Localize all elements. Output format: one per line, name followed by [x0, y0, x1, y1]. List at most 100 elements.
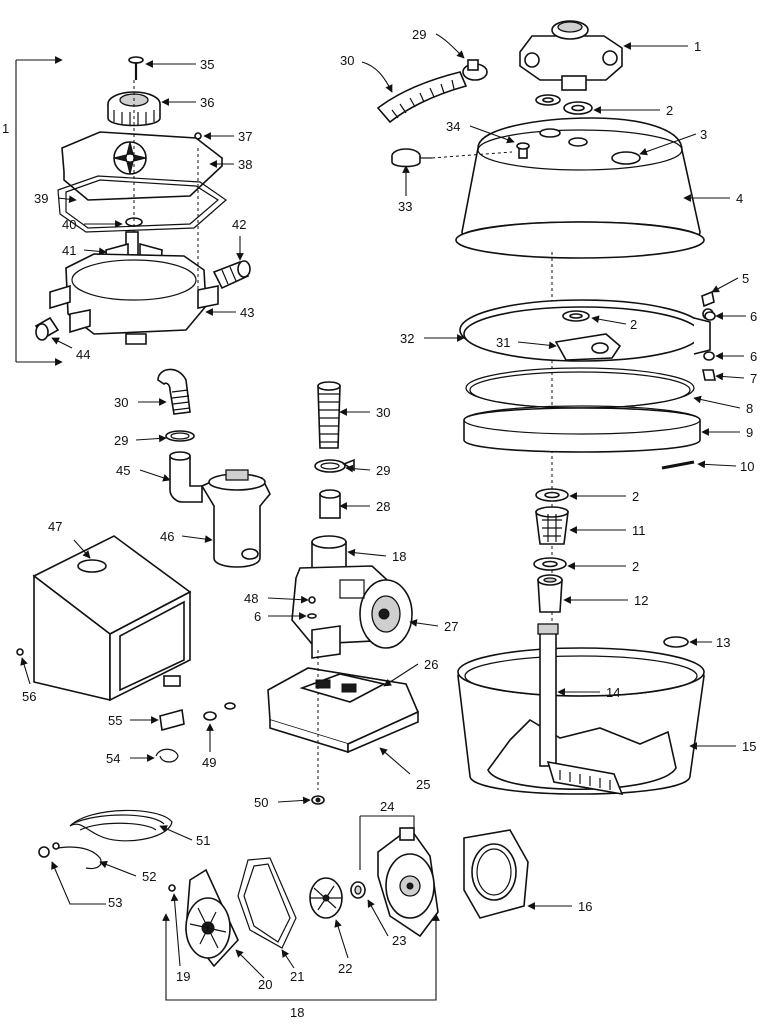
callout-35: 35	[200, 57, 214, 72]
callout-labels: 1 2 3 4 5 6 2 31 32 6 7 8 9 10 2 11 2 12…	[2, 27, 757, 1020]
pump-housing-24	[377, 826, 439, 938]
callout-51: 51	[196, 833, 210, 848]
callout-47: 47	[48, 519, 62, 534]
elbow-fitting	[169, 451, 203, 503]
callout-27: 27	[444, 619, 458, 634]
screw-top	[128, 56, 144, 80]
callout-52: 52	[142, 869, 156, 884]
callout-30: 30	[376, 405, 390, 420]
callout-31: 31	[496, 335, 510, 350]
callout-10: 10	[740, 459, 754, 474]
callout-53: 53	[108, 895, 122, 910]
washer-mid-2	[533, 557, 567, 571]
callout-6: 6	[750, 349, 757, 364]
hose-clamp-center	[314, 458, 355, 473]
callout-30: 30	[340, 53, 354, 68]
control-box	[32, 535, 192, 702]
box-screw-56	[16, 648, 24, 656]
callout-1: 1	[694, 39, 701, 54]
callout-28: 28	[376, 499, 390, 514]
tank-fitting	[537, 574, 563, 613]
callout-21: 21	[290, 969, 304, 984]
callout-23: 23	[392, 933, 406, 948]
bracket-plate	[554, 333, 622, 361]
callout-40: 40	[62, 217, 76, 232]
callout-44: 44	[76, 347, 90, 362]
motor-washer-6	[307, 613, 317, 619]
nut-49	[203, 702, 236, 721]
callout-39: 39	[34, 191, 48, 206]
o-ring-small	[663, 636, 689, 648]
o-ring-gasket	[465, 367, 695, 409]
strainer-basket	[535, 506, 569, 545]
callout-55: 55	[108, 713, 122, 728]
callout-7: 7	[750, 371, 757, 386]
hose-clamp-left	[165, 430, 195, 442]
callout-14: 14	[606, 685, 620, 700]
seal-23	[350, 881, 366, 899]
callout-48: 48	[244, 591, 258, 606]
gauge-cap	[391, 148, 432, 168]
coupling	[319, 489, 341, 519]
callout-19: 19	[176, 969, 190, 984]
washer-lid-center	[562, 310, 590, 322]
callout-42: 42	[232, 217, 246, 232]
callout-8: 8	[746, 401, 753, 416]
callout-33: 33	[398, 199, 412, 214]
flex-hose-left	[157, 368, 191, 415]
callout-11: 11	[632, 523, 646, 538]
callout-22: 22	[338, 961, 352, 976]
callout-15: 15	[742, 739, 756, 754]
tank-clamp-band	[459, 299, 714, 362]
callout-13: 13	[716, 635, 730, 650]
callout-54: 54	[106, 751, 120, 766]
valve-body	[49, 253, 219, 345]
valve-cover	[61, 131, 224, 201]
callout-29: 29	[376, 463, 390, 478]
callout-50: 50	[254, 795, 268, 810]
flex-hose-top	[376, 71, 468, 124]
hose-clamp-top	[462, 59, 488, 81]
dip-tube	[537, 623, 624, 796]
clip-54	[155, 748, 179, 763]
callout-29: 29	[114, 433, 128, 448]
callout-41: 41	[62, 243, 76, 258]
tank-band-ring	[463, 405, 701, 453]
callout-9: 9	[746, 425, 753, 440]
label-plate-55	[159, 708, 185, 732]
callout-24: 24	[380, 799, 394, 814]
callout-5: 5	[742, 271, 749, 286]
impeller-22	[309, 877, 343, 919]
callout-3: 3	[700, 127, 707, 142]
gasket-plate	[463, 829, 529, 919]
callout-32: 32	[400, 331, 414, 346]
pump-cover-20	[185, 868, 239, 968]
callout-29: 29	[412, 27, 426, 42]
callout-group-18: 18	[290, 1005, 304, 1020]
callout-group-1: 1	[2, 121, 9, 136]
callout-37: 37	[238, 129, 252, 144]
valve-handle-knob	[107, 91, 161, 127]
callout-34: 34	[446, 119, 460, 134]
callout-6: 6	[750, 309, 757, 324]
callout-2: 2	[632, 489, 639, 504]
motor-screw-48	[308, 596, 316, 604]
callout-4: 4	[736, 191, 743, 206]
callout-43: 43	[240, 305, 254, 320]
valve-gasket	[57, 175, 227, 233]
callout-12: 12	[634, 593, 648, 608]
tank-bowl	[457, 647, 705, 795]
drain-plug	[34, 316, 60, 341]
callout-16: 16	[578, 899, 592, 914]
pump-screw-19	[168, 884, 176, 892]
valve-head-part	[519, 20, 623, 91]
strainer-housing	[200, 469, 271, 568]
callout-38: 38	[238, 157, 252, 172]
valve-adapter	[212, 260, 251, 290]
clamp-hardware	[701, 290, 716, 381]
leader-lines	[20, 33, 746, 979]
tank-lid	[455, 117, 705, 259]
callout-18: 18	[392, 549, 406, 564]
callout-45: 45	[116, 463, 130, 478]
